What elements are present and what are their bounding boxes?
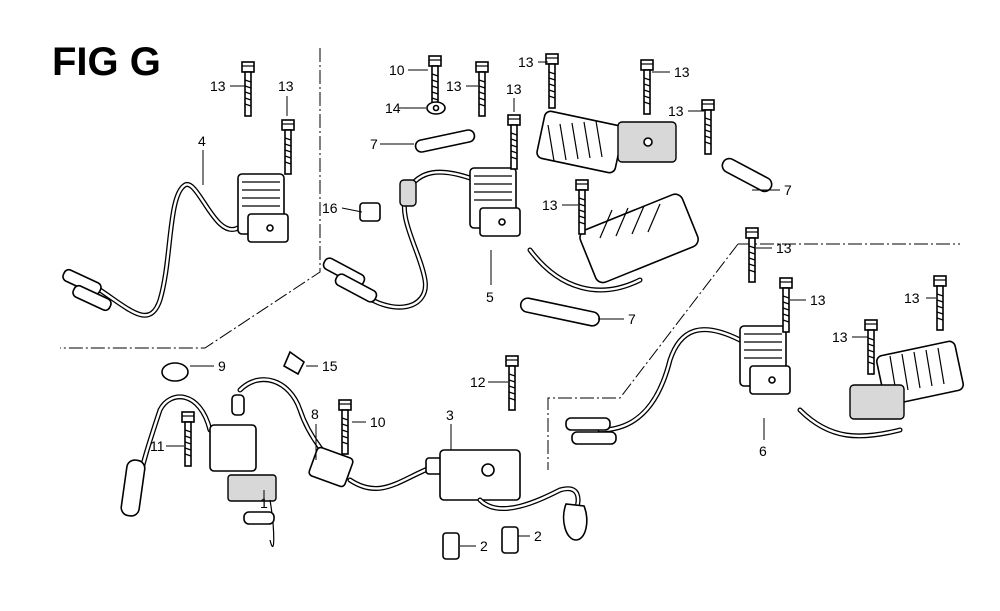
callout-6: 6 [759, 443, 767, 459]
section-divider-right [547, 243, 960, 470]
callout-15: 15 [322, 358, 338, 374]
callout-2: 2 [480, 538, 488, 554]
callouts: 13 13 4 10 14 7 13 13 13 13 13 13 16 5 7… [150, 54, 920, 554]
callout-13: 13 [810, 292, 826, 308]
callout-13: 13 [668, 103, 684, 119]
callout-2: 2 [534, 528, 542, 544]
callout-7: 7 [370, 136, 378, 152]
wiring-assembly-4 [62, 61, 295, 318]
callout-10: 10 [389, 62, 405, 78]
callout-1: 1 [260, 495, 268, 511]
leader-lines [166, 61, 936, 547]
switch-wire-8 [161, 350, 445, 491]
callout-14: 14 [385, 100, 401, 116]
wiring-assembly-5 [322, 53, 773, 327]
callout-16: 16 [322, 200, 338, 216]
callout-11: 11 [150, 438, 165, 454]
callout-13: 13 [904, 290, 920, 306]
ignition-coil-1 [120, 377, 343, 548]
callout-12: 12 [470, 374, 486, 390]
callout-4: 4 [198, 133, 206, 149]
callout-10: 10 [370, 414, 386, 430]
callout-13: 13 [832, 329, 848, 345]
callout-13: 13 [776, 240, 792, 256]
figure-title: FIG G [52, 40, 161, 84]
ignition-coil-3 [439, 355, 588, 560]
callout-3: 3 [446, 407, 454, 423]
callout-7: 7 [784, 182, 792, 198]
callout-8: 8 [311, 406, 319, 422]
callout-13: 13 [210, 78, 226, 94]
callout-13: 13 [542, 197, 558, 213]
callout-13: 13 [278, 78, 294, 94]
wiring-assembly-6 [565, 227, 965, 445]
callout-13: 13 [446, 78, 462, 94]
callout-7: 7 [628, 311, 636, 327]
callout-5: 5 [486, 289, 494, 305]
callout-13: 13 [506, 81, 522, 97]
section-divider-left [60, 48, 321, 349]
callout-9: 9 [218, 358, 226, 374]
callout-13: 13 [518, 54, 534, 70]
callout-13: 13 [674, 64, 690, 80]
